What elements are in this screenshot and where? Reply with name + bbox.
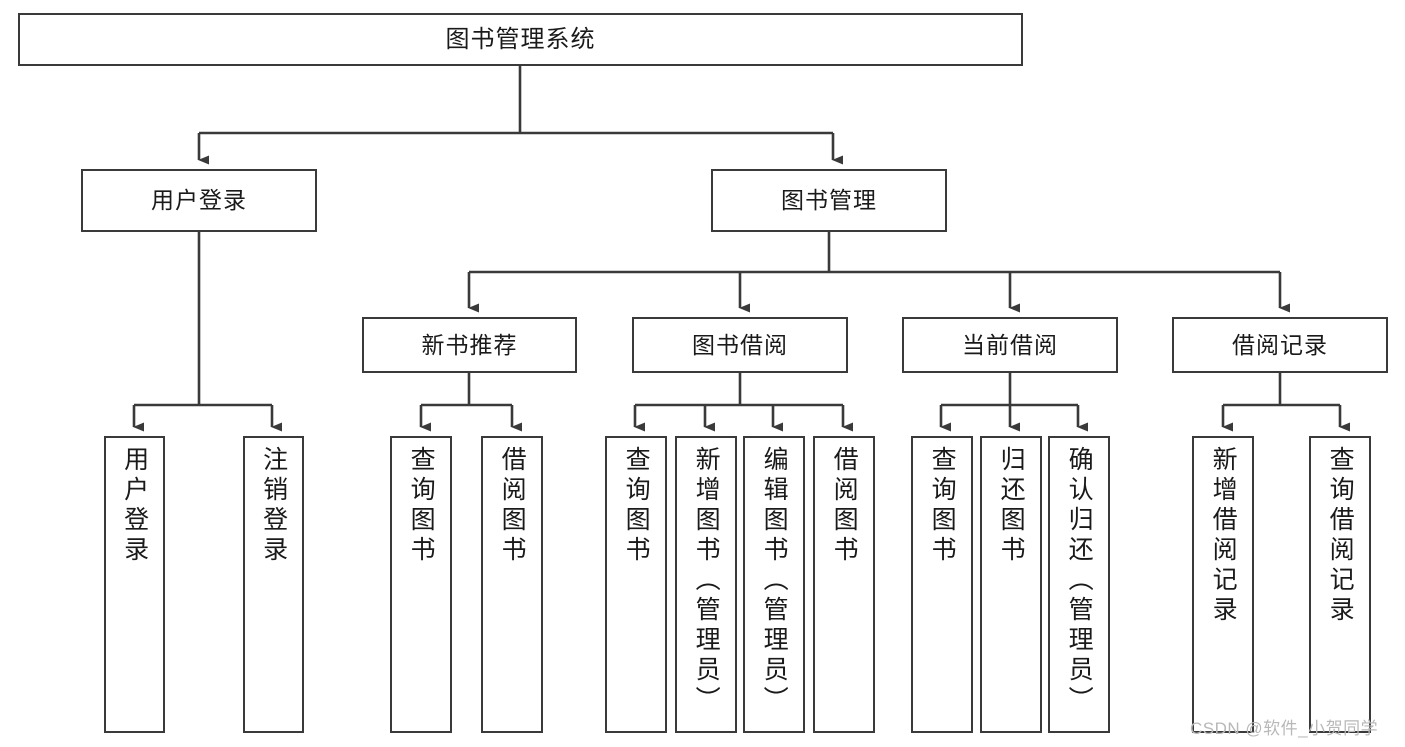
- node-label: 图书管理系统: [445, 25, 596, 53]
- node-root-book-management-system[interactable]: 图书管理系统: [18, 13, 1023, 66]
- leaf-add-borrow-record[interactable]: 新增借阅记录: [1192, 436, 1254, 733]
- leaf-user-login[interactable]: 用户登录: [104, 436, 165, 733]
- node-label: 注销登录: [259, 446, 288, 566]
- node-label: 确认归还（管理员）: [1065, 446, 1094, 716]
- node-label: 查询图书: [622, 446, 651, 566]
- leaf-return-book[interactable]: 归还图书: [980, 436, 1042, 733]
- node-label: 用户登录: [120, 446, 149, 566]
- node-book-borrowing[interactable]: 图书借阅: [632, 317, 848, 373]
- leaf-logout[interactable]: 注销登录: [243, 436, 304, 733]
- node-label: 图书借阅: [692, 331, 788, 358]
- node-label: 新增图书（管理员）: [692, 446, 721, 716]
- node-label: 用户登录: [151, 187, 247, 213]
- leaf-query-book-borrow[interactable]: 查询图书: [605, 436, 667, 733]
- leaf-edit-book-admin[interactable]: 编辑图书（管理员）: [743, 436, 805, 733]
- node-label: 借阅记录: [1232, 331, 1328, 358]
- node-user-login[interactable]: 用户登录: [81, 169, 317, 232]
- leaf-add-book-admin[interactable]: 新增图书（管理员）: [675, 436, 737, 733]
- node-new-book-recommendation[interactable]: 新书推荐: [362, 317, 577, 373]
- node-book-management[interactable]: 图书管理: [711, 169, 947, 232]
- node-label: 新增借阅记录: [1209, 446, 1238, 626]
- node-current-borrowing[interactable]: 当前借阅: [902, 317, 1118, 373]
- leaf-query-borrow-record[interactable]: 查询借阅记录: [1309, 436, 1371, 733]
- node-label: 借阅图书: [498, 446, 527, 566]
- node-label: 借阅图书: [830, 446, 859, 566]
- leaf-confirm-return-admin[interactable]: 确认归还（管理员）: [1048, 436, 1110, 733]
- node-label: 图书管理: [781, 187, 877, 213]
- node-borrow-records[interactable]: 借阅记录: [1172, 317, 1388, 373]
- node-label: 新书推荐: [421, 331, 518, 358]
- leaf-query-book-new[interactable]: 查询图书: [390, 436, 452, 733]
- node-label: 查询图书: [928, 446, 957, 566]
- node-label: 当前借阅: [962, 331, 1058, 358]
- leaf-borrow-book-borrow[interactable]: 借阅图书: [813, 436, 875, 733]
- node-label: 归还图书: [997, 446, 1026, 566]
- node-label: 查询图书: [407, 446, 436, 566]
- leaf-query-book-current[interactable]: 查询图书: [911, 436, 973, 733]
- node-label: 编辑图书（管理员）: [760, 446, 789, 716]
- node-label: 查询借阅记录: [1326, 446, 1355, 626]
- leaf-borrow-book-new[interactable]: 借阅图书: [481, 436, 543, 733]
